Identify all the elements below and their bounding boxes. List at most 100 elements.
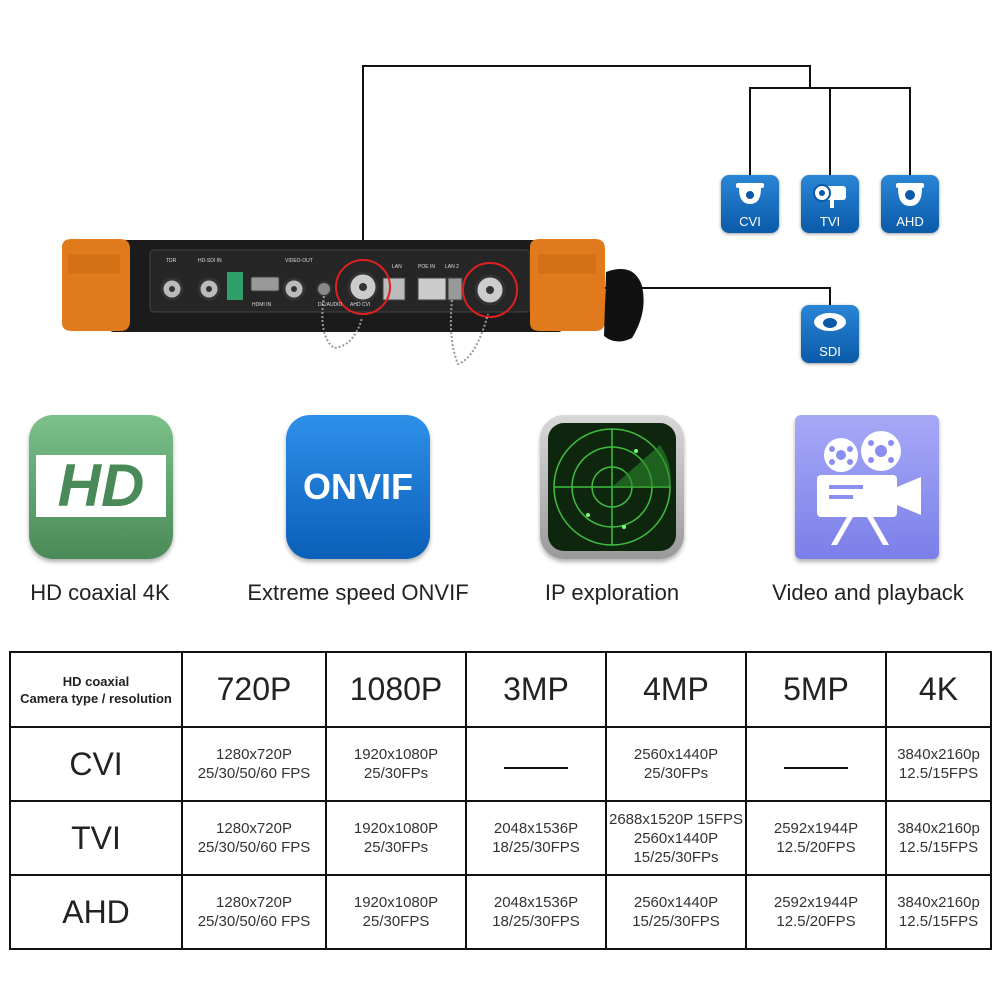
corner-line: HD coaxial bbox=[62, 673, 130, 689]
cell-line: 18/25/30FPS bbox=[492, 913, 580, 930]
badge-label: TVI bbox=[819, 214, 841, 229]
video-playback-tile bbox=[795, 415, 939, 559]
corner-line: Camera type / resolution bbox=[20, 690, 172, 706]
port-label: HD-SDI IN bbox=[198, 258, 222, 264]
film-projector-icon bbox=[817, 431, 921, 545]
cell-line: 25/30/50/60 FPS bbox=[197, 839, 311, 856]
ip-exploration-tile bbox=[540, 415, 684, 559]
bullet-camera-icon bbox=[813, 184, 846, 208]
table-cell: 2592x1944P 12.5/20FPS bbox=[745, 800, 887, 876]
cell-line: 25/30FPs bbox=[363, 765, 429, 782]
cell-line: 25/30FPs bbox=[363, 839, 429, 856]
cell-line: 1920x1080P bbox=[353, 894, 439, 911]
table-cell: 1920x1080P 25/30FPs bbox=[325, 726, 467, 802]
table-cell: 3840x2160p 12.5/15FPS bbox=[885, 800, 992, 876]
cell-line: 25/30/50/60 FPS bbox=[197, 765, 311, 782]
cell-line: 2688x1520P 15FPS bbox=[609, 810, 743, 828]
sdi-camera-badge: SDI bbox=[801, 305, 859, 363]
cell-line: 12.5/20FPS bbox=[776, 839, 856, 856]
column-header: 4K bbox=[885, 651, 992, 728]
cvi-camera-badge: CVI bbox=[721, 175, 779, 233]
cell-line: 1920x1080P bbox=[353, 820, 439, 837]
row-header: CVI bbox=[9, 726, 183, 802]
feature-label-hd: HD coaxial 4K bbox=[30, 580, 170, 605]
column-header: 3MP bbox=[465, 651, 607, 728]
cell-line: 1280x720P bbox=[216, 746, 292, 763]
table-cell: 1280x720P 25/30/50/60 FPS bbox=[181, 726, 327, 802]
table-cell bbox=[465, 726, 607, 802]
hd-feature-tile: HD bbox=[29, 415, 173, 559]
ahd-camera-badge: AHD bbox=[881, 175, 939, 233]
cell-line: 25/30FPS bbox=[362, 913, 430, 930]
cell-line: 2560x1440P bbox=[633, 829, 719, 847]
cell-line: 3840x2160p bbox=[897, 820, 980, 837]
table-cell: 2048x1536P 18/25/30FPS bbox=[465, 874, 607, 950]
cell-line: 3840x2160p bbox=[897, 894, 980, 911]
highlight-ring bbox=[335, 259, 391, 315]
table-corner-header: HD coaxial Camera type / resolution bbox=[9, 651, 183, 728]
cell-line: 1280x720P bbox=[216, 894, 292, 911]
port-label: LAN 2 bbox=[445, 264, 459, 270]
row-header: TVI bbox=[9, 800, 183, 876]
dome-camera-icon bbox=[736, 183, 764, 204]
cell-line: 2592x1944P bbox=[773, 820, 859, 837]
cell-line: 2560x1440P bbox=[633, 746, 719, 763]
badge-label: SDI bbox=[819, 344, 841, 359]
onvif-feature-tile: ONVIF bbox=[286, 415, 430, 559]
port-label: AHD CVI bbox=[350, 302, 370, 308]
table-header-row: HD coaxial Camera type / resolution 720P… bbox=[9, 651, 992, 728]
column-header: 5MP bbox=[745, 651, 887, 728]
onvif-tile-text: ONVIF bbox=[302, 466, 413, 507]
cell-line: 1280x720P bbox=[216, 820, 292, 837]
resolution-spec-table: HD coaxial Camera type / resolution 720P… bbox=[9, 651, 992, 950]
table-cell: 1920x1080P 25/30FPs bbox=[325, 800, 467, 876]
cell-line: 18/25/30FPS bbox=[492, 839, 580, 856]
cell-line: 2592x1944P bbox=[773, 894, 859, 911]
table-row: CVI 1280x720P 25/30/50/60 FPS 1920x1080P 25/… bbox=[9, 726, 992, 802]
port-label: VIDEO-OUT bbox=[285, 258, 313, 264]
cell-line: 2560x1440P bbox=[633, 894, 719, 911]
column-header: 4MP bbox=[605, 651, 747, 728]
tvi-camera-badge: TVI bbox=[801, 175, 859, 233]
feature-label-ip: IP exploration bbox=[544, 580, 680, 605]
cell-line: 12.5/20FPS bbox=[776, 913, 856, 930]
dome-camera-icon bbox=[896, 183, 924, 206]
row-header: AHD bbox=[9, 874, 183, 950]
hd-icon: HD bbox=[36, 455, 166, 517]
cell-line: 2048x1536P bbox=[493, 820, 579, 837]
port-label: TDR bbox=[166, 258, 177, 264]
port-label: POE IN bbox=[418, 264, 435, 270]
table-cell: 2592x1944P 12.5/20FPS bbox=[745, 874, 887, 950]
cell-line: 15/25/30FPS bbox=[632, 913, 720, 930]
badge-label: AHD bbox=[896, 214, 924, 229]
tester-device-illustration: TDR HD-SDI IN HDMI IN VIDEO-OUT DC/AUDIO… bbox=[62, 65, 911, 366]
radar-icon bbox=[548, 423, 676, 551]
highlight-ring bbox=[462, 262, 518, 318]
feature-label-video: Video and playback bbox=[772, 580, 964, 605]
table-cell: 1280x720P 25/30/50/60 FPS bbox=[181, 874, 327, 950]
port-label: LAN bbox=[392, 264, 402, 270]
cell-line: 2048x1536P bbox=[493, 894, 579, 911]
table-cell: 2560x1440P 15/25/30FPS bbox=[605, 874, 747, 950]
feature-label-onvif: Extreme speed ONVIF bbox=[247, 580, 469, 605]
table-cell: 1280x720P 25/30/50/60 FPS bbox=[181, 800, 327, 876]
table-row: TVI 1280x720P 25/30/50/60 FPS 1920x1080P 25/… bbox=[9, 800, 992, 876]
ptz-camera-icon bbox=[814, 313, 846, 331]
cell-line: 25/30/50/60 FPS bbox=[197, 913, 311, 930]
hd-tile-text: HD bbox=[57, 452, 145, 519]
cell-line: 1920x1080P bbox=[353, 746, 439, 763]
badge-label: CVI bbox=[739, 214, 761, 229]
column-header: 720P bbox=[181, 651, 327, 728]
port-label: HDMI IN bbox=[252, 302, 272, 308]
cell-line: 12.5/15FPS bbox=[898, 839, 979, 856]
cell-line: 12.5/15FPS bbox=[898, 765, 979, 782]
port-label: DC/AUDIO bbox=[318, 302, 343, 308]
table-cell: 1920x1080P 25/30FPS bbox=[325, 874, 467, 950]
device-ports bbox=[160, 271, 506, 306]
column-header: 1080P bbox=[325, 651, 467, 728]
dust-cap-chains bbox=[321, 295, 489, 366]
